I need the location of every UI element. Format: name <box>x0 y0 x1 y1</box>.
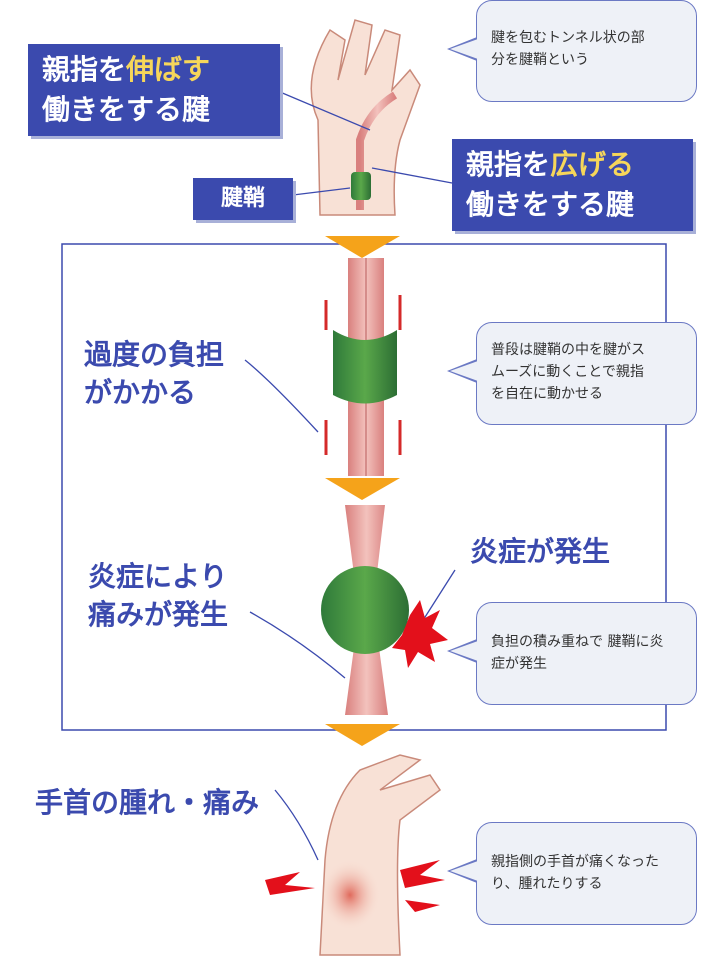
overload-heading: 過度の負担 がかかる <box>84 336 224 412</box>
swollen-wrist-illustration <box>265 754 445 956</box>
label-highlight: 伸ばす <box>126 53 211 86</box>
callout-normal-function: 普段は腱鞘の中を腱がス ムーズに動くことで親指 を自在に動かせる <box>447 322 697 425</box>
label-text: 親指を <box>466 148 551 181</box>
callout-text: 腱を包むトンネル状の部 <box>491 30 645 46</box>
inflammation-heading: 炎症が発生 <box>470 535 611 568</box>
swelling-heading: 手首の腫れ・痛み <box>35 786 260 819</box>
callout-text: ムーズに動くことで親指 <box>491 364 644 380</box>
label-text: 働きをする腱 <box>42 93 211 126</box>
swollen-sheath <box>321 566 409 654</box>
callout-text: を自在に動かせる <box>491 386 603 402</box>
pain-heading: 炎症により 痛みが発生 <box>88 558 228 634</box>
callout-inflammation: 負担の積み重ねで 腱鞘に炎 症が発生 <box>447 602 697 705</box>
sheath-small <box>351 172 371 200</box>
callout-symptoms: 親指側の手首が痛くなった り、腫れたりする <box>447 822 697 925</box>
callout-text: り、腫れたりする <box>491 876 603 892</box>
heading-line: 痛みが発生 <box>88 598 229 631</box>
tendon-inflamed <box>321 505 448 715</box>
callout-text: 症が発生 <box>491 656 547 672</box>
sheath-label: 腱鞘 <box>193 178 293 220</box>
heading-line: がかかる <box>84 376 197 409</box>
flow-arrows <box>325 236 400 746</box>
heading-line: 過度の負担 <box>84 338 225 371</box>
label-highlight: 広げる <box>550 148 635 181</box>
tendon-normal <box>324 258 402 476</box>
label-text: 働きをする腱 <box>466 188 635 221</box>
sheath-normal <box>333 330 397 404</box>
callout-text: 普段は腱鞘の中を腱がス <box>491 342 645 358</box>
pain-marks <box>265 860 445 912</box>
callout-text: 親指側の手首が痛くなった <box>491 854 659 870</box>
callout-text: 負担の積み重ねで 腱鞘に炎 <box>491 634 664 650</box>
inflammation-burst <box>392 600 448 668</box>
abductor-tendon-label: 親指を広げる 働きをする腱 <box>452 139 693 231</box>
extensor-tendon-label: 親指を伸ばす 働きをする腱 <box>28 44 280 136</box>
heading-line: 炎症により <box>88 560 228 593</box>
callout-sheath-definition: 腱を包むトンネル状の部 分を腱鞘という <box>447 0 697 102</box>
label-text: 親指を <box>42 53 127 86</box>
callout-text: 分を腱鞘という <box>491 52 589 68</box>
hand-illustration <box>310 19 421 216</box>
